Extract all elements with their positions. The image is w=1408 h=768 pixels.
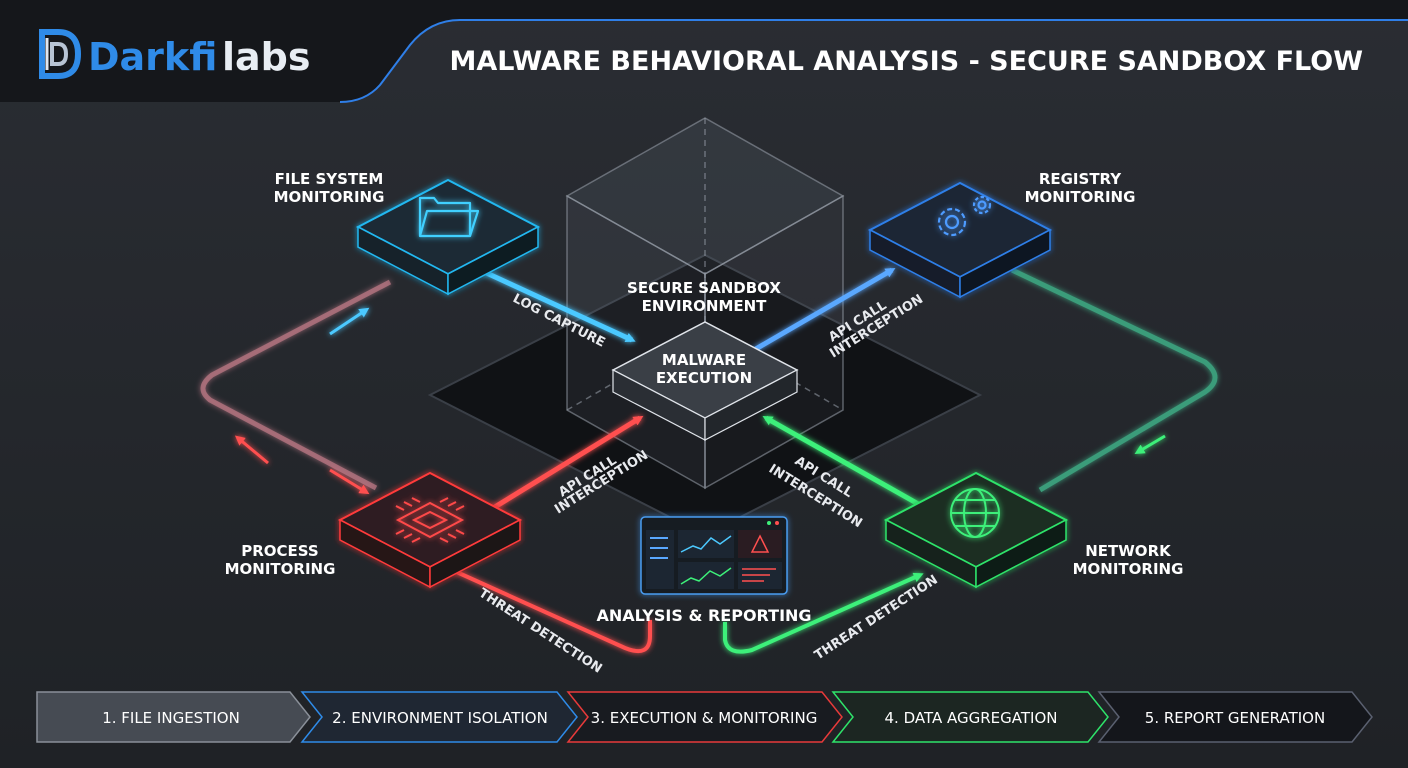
- step-5: 5. REPORT GENERATION: [1097, 691, 1373, 743]
- connector-right-loop: [1010, 267, 1218, 493]
- step-5-label: 5. REPORT GENERATION: [1145, 709, 1325, 727]
- brand-prefix: Darkfi: [88, 35, 217, 79]
- registry-label-line1: REGISTRY: [1039, 170, 1122, 188]
- registry-node: [867, 181, 1053, 299]
- connector-process-to-center: [488, 415, 644, 513]
- process-label-line2: MONITORING: [225, 560, 336, 578]
- steps-bar: 1. FILE INGESTION 2. ENVIRONMENT ISOLATI…: [36, 691, 1373, 743]
- connector-threat-left: [429, 558, 652, 653]
- step-3-label: 3. EXECUTION & MONITORING: [591, 709, 818, 727]
- center-label-line1: MALWARE: [662, 351, 746, 369]
- step-1: 1. FILE INGESTION: [36, 691, 311, 743]
- step-4: 4. DATA AGGREGATION: [831, 691, 1109, 743]
- step-2-label: 2. ENVIRONMENT ISOLATION: [332, 709, 548, 727]
- connector-center-to-registry: [752, 267, 896, 353]
- center-label-line2: EXECUTION: [656, 369, 752, 387]
- connector-left-loop: [200, 279, 392, 495]
- malware-execution-block: [611, 321, 799, 441]
- step-1-label: 1. FILE INGESTION: [102, 709, 240, 727]
- step-2: 2. ENVIRONMENT ISOLATION: [300, 691, 578, 743]
- network-label-line1: NETWORK: [1085, 542, 1172, 560]
- connector-threat-right: [723, 572, 924, 654]
- brand-suffix: labs: [222, 35, 311, 79]
- network-label-line2: MONITORING: [1073, 560, 1184, 578]
- file-system-label-line1: FILE SYSTEM: [275, 170, 384, 188]
- page-title: MALWARE BEHAVIORAL ANALYSIS - SECURE SAN…: [449, 46, 1363, 77]
- header-banner: [0, 0, 1408, 103]
- registry-label-line2: MONITORING: [1025, 188, 1136, 206]
- dashboard-icon: [640, 516, 788, 595]
- process-node: [337, 471, 523, 589]
- file-system-node: [355, 178, 541, 296]
- connector-network-to-center: [762, 415, 922, 508]
- globe-icon: [950, 488, 1000, 538]
- process-label-line1: PROCESS: [241, 542, 318, 560]
- step-3: 3. EXECUTION & MONITORING: [566, 691, 843, 743]
- gears-icon: [937, 195, 992, 237]
- brand-logo: Darkfi labs: [39, 29, 311, 79]
- reporting-label: ANALYSIS & REPORTING: [596, 606, 811, 625]
- file-system-label-line2: MONITORING: [274, 188, 385, 206]
- step-4-label: 4. DATA AGGREGATION: [885, 709, 1058, 727]
- network-node: [883, 471, 1069, 589]
- connector-file-to-center: [478, 267, 636, 343]
- folder-icon: [418, 196, 480, 238]
- logo-mark-icon: [39, 29, 82, 79]
- sandbox-label-line1: SECURE SANDBOX: [627, 279, 781, 297]
- cpu-chip-icon: [395, 497, 465, 543]
- sandbox-label-line2: ENVIRONMENT: [642, 297, 768, 315]
